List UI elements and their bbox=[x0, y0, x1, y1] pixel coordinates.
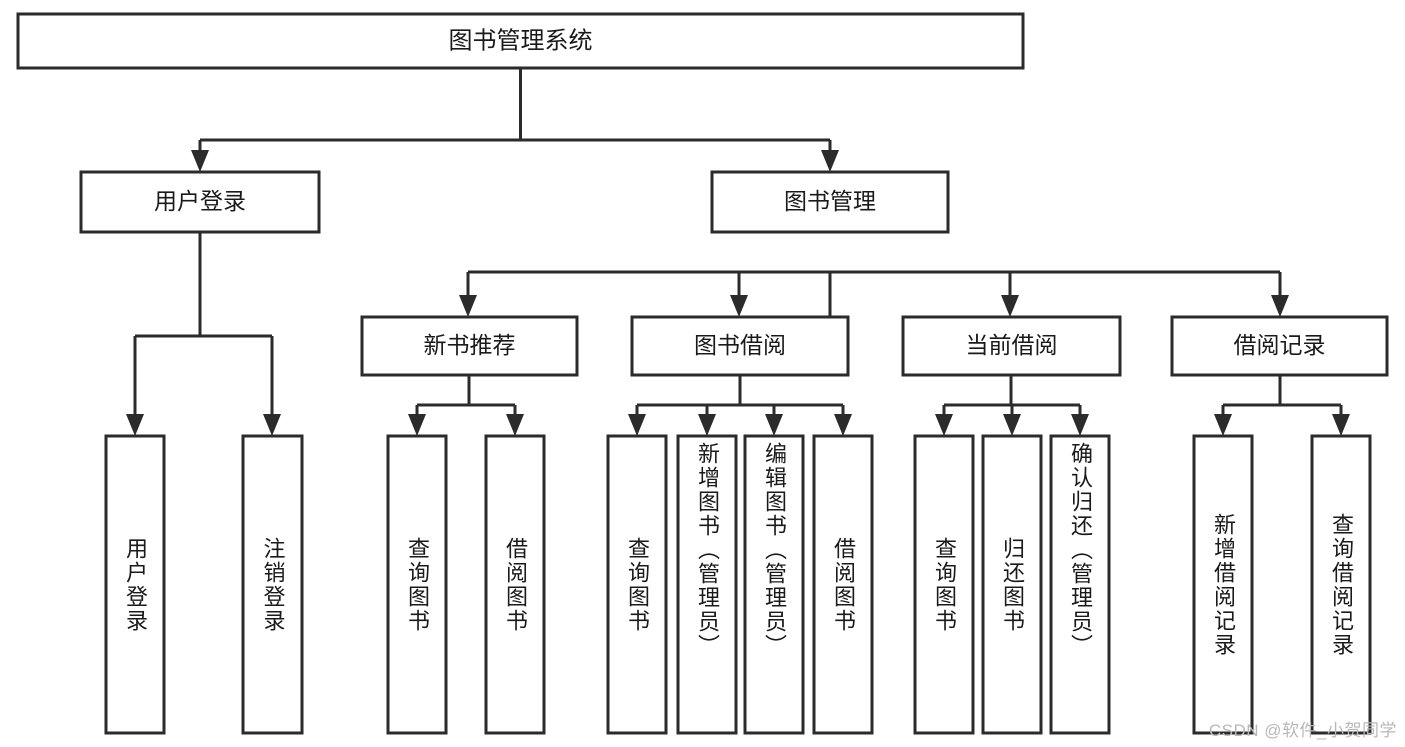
node-leaf-edit-book-rect[interactable] bbox=[743, 434, 805, 735]
node-current-borrow-label: 当前借阅 bbox=[966, 332, 1058, 358]
node-book-manage-label: 图书管理 bbox=[784, 188, 876, 214]
node-user-login-rect[interactable] bbox=[79, 170, 321, 234]
node-leaf-confirm-return-rect[interactable] bbox=[1049, 434, 1111, 735]
nodes-layer: 图书管理系统 用户登录 图书管理 新书推荐 图书借阅 bbox=[16, 12, 1389, 735]
node-leaf-user-login-rect[interactable] bbox=[104, 434, 166, 735]
node-new-book-rec-label: 新书推荐 bbox=[424, 332, 516, 358]
node-leaf-borrow-book-rect[interactable] bbox=[812, 434, 874, 735]
arrowhead-leaf-logout bbox=[263, 414, 281, 436]
arrowhead-newbook bbox=[459, 295, 477, 317]
arrowhead-leaf-borrow-book-rec bbox=[506, 414, 524, 436]
edges-layer bbox=[126, 68, 1350, 436]
node-leaf-query-book-rec-rect[interactable] bbox=[386, 434, 448, 735]
node-book-manage-rect[interactable] bbox=[710, 170, 950, 234]
node-root[interactable]: 图书管理系统 bbox=[16, 12, 1025, 70]
node-root-label: 图书管理系统 bbox=[449, 27, 593, 54]
node-new-book-rec-rect[interactable] bbox=[360, 315, 579, 377]
arrowhead-leaf-confirm-return bbox=[1071, 414, 1089, 436]
node-borrow-record-rect[interactable] bbox=[1170, 315, 1389, 377]
node-leaf-borrow-book-rec-rect[interactable] bbox=[484, 434, 546, 735]
node-current-borrow-rect[interactable] bbox=[901, 315, 1122, 377]
node-leaf-add-record-rect[interactable] bbox=[1192, 434, 1254, 735]
node-borrow-record[interactable]: 借阅记录 bbox=[1170, 315, 1389, 377]
arrowhead-leaf-add-book bbox=[698, 414, 716, 436]
node-user-login-label: 用户登录 bbox=[154, 188, 246, 214]
arrowhead-book-manage bbox=[821, 150, 839, 172]
node-book-manage[interactable]: 图书管理 bbox=[710, 170, 950, 234]
node-leaf-add-book-rect[interactable] bbox=[676, 434, 738, 735]
arrowhead-leaf-query-book-borrow bbox=[628, 414, 646, 436]
node-book-borrow-rect[interactable] bbox=[630, 315, 850, 377]
arrowhead-borrowrecord bbox=[1271, 295, 1289, 317]
node-leaf-return-book-rect[interactable] bbox=[981, 434, 1043, 735]
arrowhead-leaf-query-book-current bbox=[935, 414, 953, 436]
arrowhead-leaf-edit-book bbox=[765, 414, 783, 436]
arrowhead-bookborrow bbox=[730, 295, 748, 317]
node-user-login[interactable]: 用户登录 bbox=[79, 170, 321, 234]
node-leaf-query-record-rect[interactable] bbox=[1310, 434, 1372, 735]
node-new-book-rec[interactable]: 新书推荐 bbox=[360, 315, 579, 377]
node-leaf-logout-rect[interactable] bbox=[241, 434, 304, 735]
node-current-borrow[interactable]: 当前借阅 bbox=[901, 315, 1122, 377]
node-book-borrow-label: 图书借阅 bbox=[694, 332, 786, 358]
arrowhead-leaf-add-record bbox=[1214, 414, 1232, 436]
arrowhead-leaf-user-login bbox=[126, 414, 144, 436]
arrowhead-currentborrow bbox=[1001, 295, 1019, 317]
node-leaf-query-book-current-rect[interactable] bbox=[913, 434, 975, 735]
arrowhead-user-login bbox=[191, 150, 209, 172]
node-leaf-query-book-borrow-rect[interactable] bbox=[606, 434, 668, 735]
node-borrow-record-label: 借阅记录 bbox=[1234, 332, 1326, 358]
node-book-borrow[interactable]: 图书借阅 bbox=[630, 315, 850, 377]
arrowhead-leaf-query-book-rec bbox=[408, 414, 426, 436]
arrowhead-leaf-query-record bbox=[1332, 414, 1350, 436]
arrowhead-leaf-borrow-book bbox=[834, 414, 852, 436]
csdn-watermark: CSDN @软件_小贺同学 bbox=[1208, 721, 1397, 740]
node-root-rect[interactable] bbox=[16, 12, 1025, 70]
arrowhead-leaf-return-book bbox=[1003, 414, 1021, 436]
